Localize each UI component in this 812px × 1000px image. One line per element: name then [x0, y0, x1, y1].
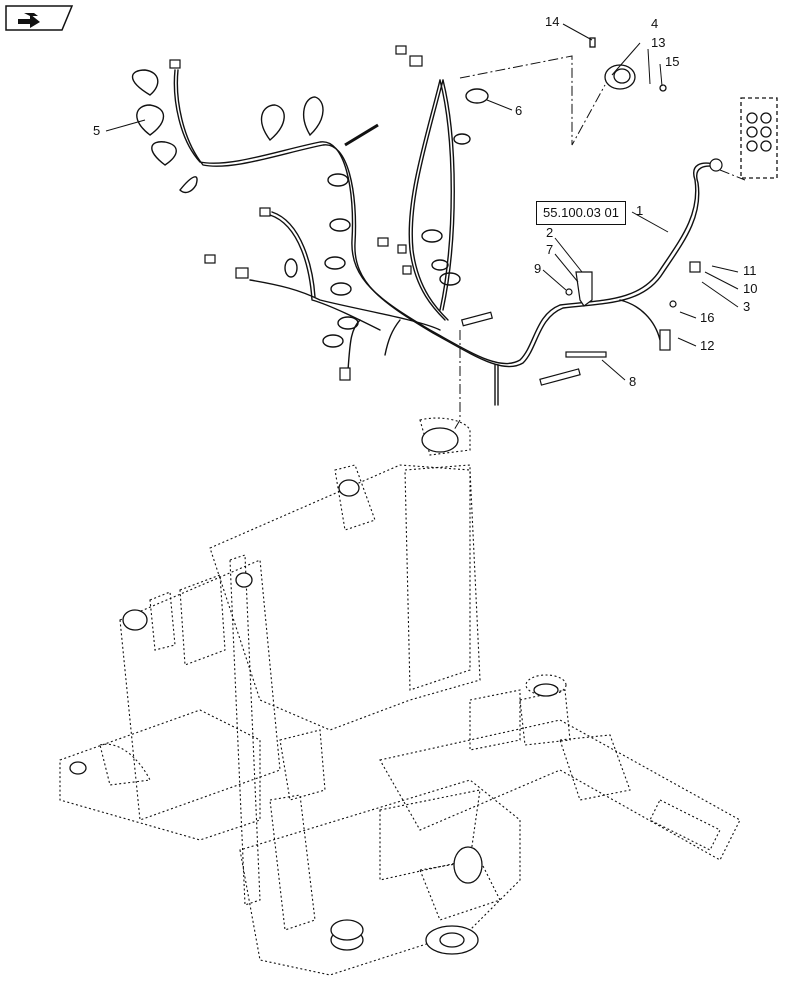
callout-13[interactable]: 13 [651, 35, 666, 50]
callout-4[interactable]: 4 [651, 16, 659, 31]
callout-3[interactable]: 3 [743, 299, 751, 314]
callout-1[interactable]: 1 [636, 203, 644, 218]
callout-14[interactable]: 14 [545, 14, 560, 29]
callout-9[interactable]: 9 [534, 261, 542, 276]
callout-10[interactable]: 10 [743, 281, 758, 296]
callout-7[interactable]: 7 [546, 242, 554, 257]
callout-15[interactable]: 15 [665, 54, 680, 69]
callout-5[interactable]: 5 [93, 123, 101, 138]
callout-12[interactable]: 12 [700, 338, 715, 353]
callout-11[interactable]: 11 [743, 263, 757, 278]
callout-16[interactable]: 16 [700, 310, 715, 325]
callout-8[interactable]: 8 [629, 374, 637, 389]
callout-6[interactable]: 6 [515, 103, 523, 118]
callout-2[interactable]: 2 [546, 225, 554, 240]
reference-box[interactable]: 55.100.03 01 [536, 201, 626, 225]
next-page-arrow-icon[interactable] [4, 4, 74, 32]
